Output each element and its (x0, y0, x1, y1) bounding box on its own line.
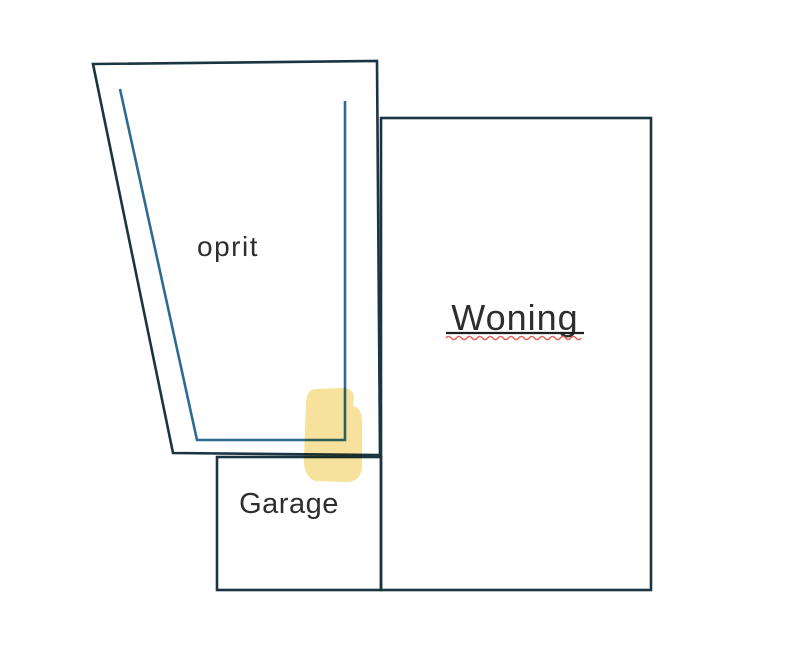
woning-label: Woning (451, 297, 578, 338)
woning-outline (379, 116, 653, 592)
driveway-inner-line (118, 88, 347, 442)
oprit-label: oprit (197, 231, 259, 262)
garage-label: Garage (239, 488, 339, 520)
yellow-highlight-marker (303, 388, 362, 483)
garage-outline (215, 455, 383, 592)
woning-spellcheck-squiggle (445, 335, 582, 341)
